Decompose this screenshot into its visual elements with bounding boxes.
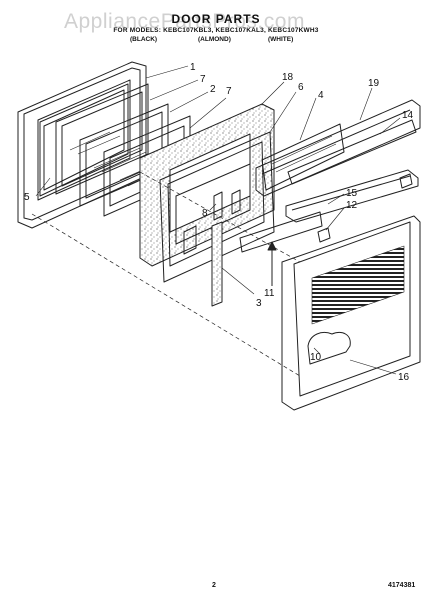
color-almond: (ALMOND) bbox=[198, 36, 231, 43]
color-white: (WHITE) bbox=[268, 36, 294, 43]
callout-5: 5 bbox=[24, 192, 30, 203]
callout-1: 1 bbox=[190, 62, 196, 73]
callout-10: 10 bbox=[310, 352, 322, 363]
leader-5 bbox=[35, 177, 51, 197]
callout-6: 6 bbox=[298, 82, 304, 93]
badge-part bbox=[307, 332, 351, 365]
callout-16: 16 bbox=[398, 372, 410, 383]
alignment-line bbox=[31, 213, 301, 377]
window-glass-part bbox=[261, 123, 345, 191]
leader-2 bbox=[169, 91, 209, 113]
part-number: 4174381 bbox=[388, 582, 416, 589]
trim-strip-part bbox=[211, 221, 223, 307]
callout-2: 2 bbox=[210, 84, 216, 95]
handle-part bbox=[285, 169, 419, 223]
leader-7 bbox=[149, 79, 199, 101]
callout-12: 12 bbox=[346, 200, 358, 211]
model-list: FOR MODELS: KEBC107KBL3, KEBC107KAL3, KE… bbox=[113, 27, 319, 34]
callout-4: 4 bbox=[318, 90, 324, 101]
leader-10 bbox=[313, 347, 321, 355]
leader-6 bbox=[269, 91, 297, 133]
callout-15: 15 bbox=[346, 188, 358, 199]
page-number: 2 bbox=[212, 582, 216, 589]
callout-18: 18 bbox=[282, 72, 294, 83]
leader-14 bbox=[379, 117, 401, 135]
handle-rail-part bbox=[287, 119, 417, 185]
clip-part bbox=[213, 191, 223, 221]
callout-19: 19 bbox=[368, 78, 380, 89]
leader-18 bbox=[261, 81, 285, 105]
watermark: AppliancePartsPros.com bbox=[64, 10, 305, 33]
leader-3 bbox=[221, 267, 255, 295]
door-frame-part bbox=[17, 61, 147, 229]
leader-16 bbox=[349, 359, 397, 375]
outer-door-panel-part bbox=[281, 215, 421, 411]
callout-8: 8 bbox=[202, 208, 208, 219]
leader-12 bbox=[325, 207, 345, 231]
alignment-line-2 bbox=[139, 171, 301, 263]
screw-part bbox=[317, 173, 413, 243]
door-liner-part bbox=[159, 131, 275, 283]
callout-7: 7 bbox=[200, 74, 206, 85]
leader-1 bbox=[145, 65, 189, 79]
callout-11: 11 bbox=[264, 288, 275, 299]
callout-7b: 7 bbox=[226, 86, 232, 97]
base-plate-part bbox=[239, 211, 323, 253]
color-black: (BLACK) bbox=[130, 36, 158, 43]
callout-14: 14 bbox=[402, 110, 414, 121]
vent-trim-part bbox=[255, 99, 421, 197]
arrowhead-11 bbox=[267, 241, 277, 251]
gasket-part bbox=[39, 83, 129, 197]
leader-7b bbox=[189, 97, 227, 129]
leader-19 bbox=[359, 87, 373, 121]
page-title: DOOR PARTS bbox=[171, 12, 261, 26]
leader-15 bbox=[327, 193, 345, 205]
callout-3: 3 bbox=[256, 298, 262, 309]
leader-8 bbox=[209, 203, 217, 211]
leader-4 bbox=[299, 97, 317, 141]
